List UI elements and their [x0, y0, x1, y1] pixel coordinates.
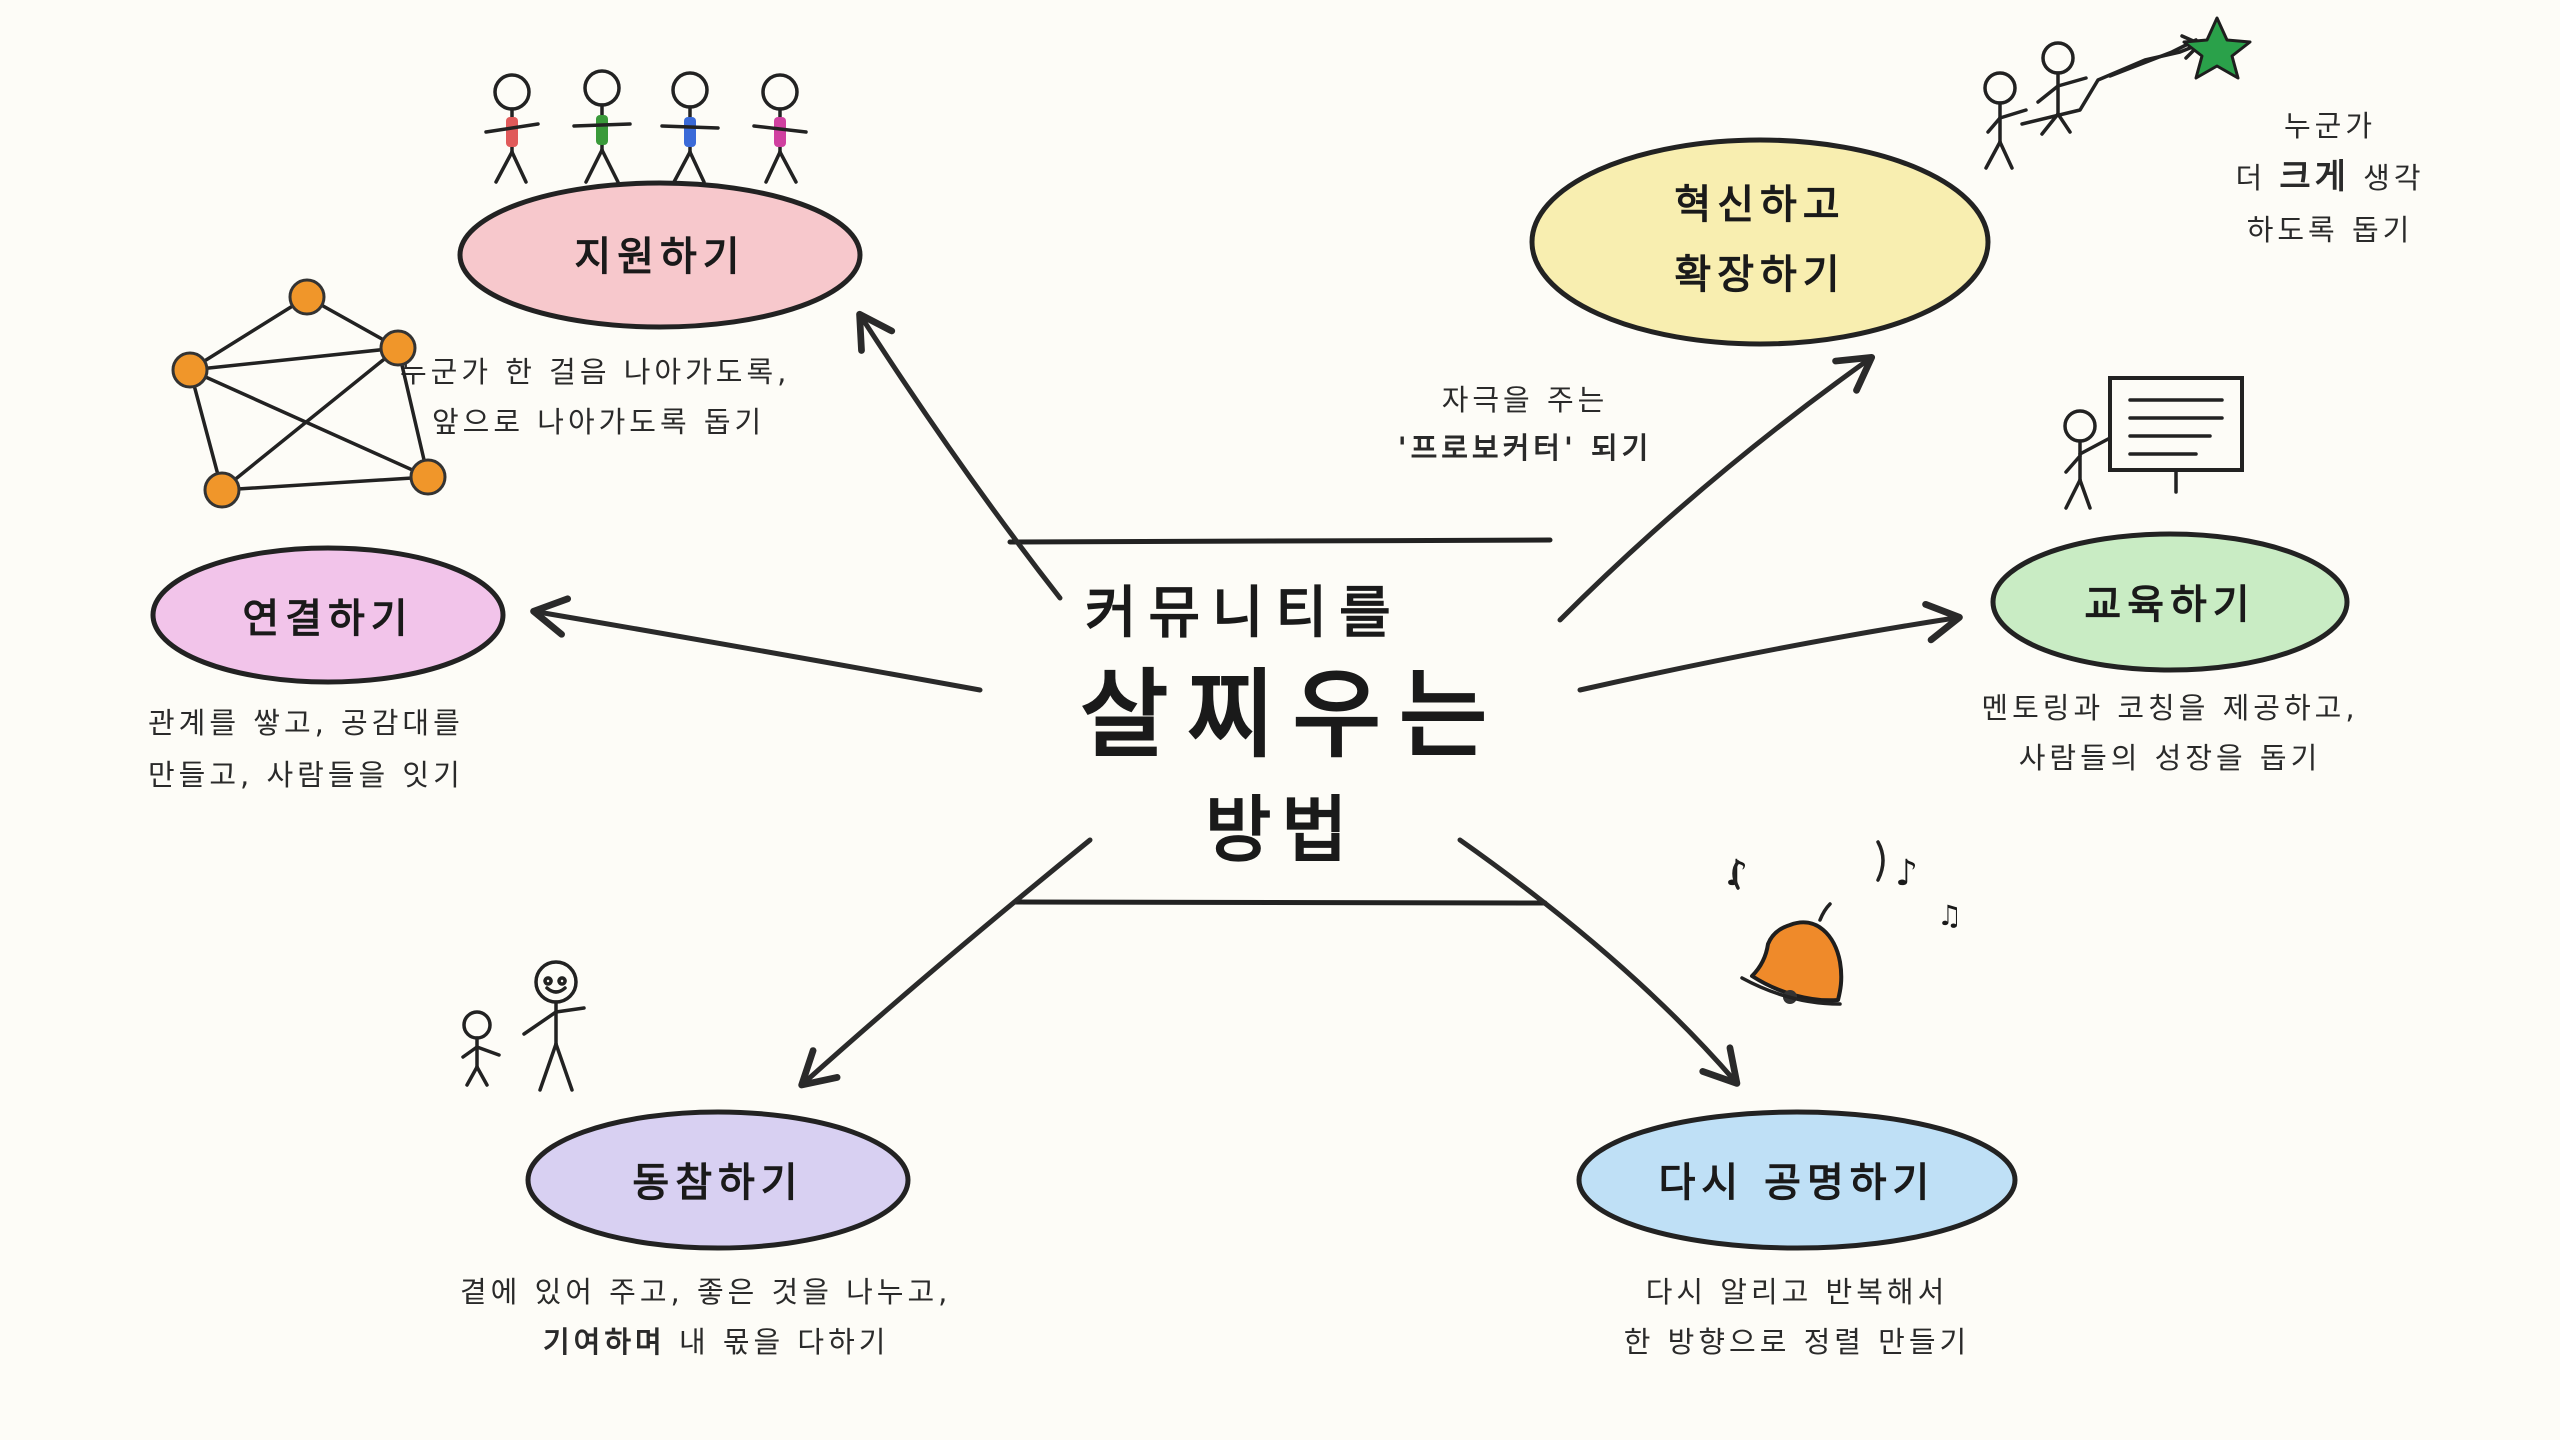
person-icon: [660, 71, 720, 184]
person-icon: [484, 73, 540, 184]
presentation-board-icon: [2108, 376, 2244, 472]
child-person-icon: [461, 1010, 501, 1087]
network-icon: [171, 278, 447, 509]
arrows: [530, 310, 1963, 1089]
participate-desc-line1: 곁에 있어 주고, 좋은 것을 나누고,: [460, 1275, 951, 1309]
innovate-arrow-caption-line1: 자극을 주는: [1442, 383, 1609, 417]
adult-person-icon: [522, 960, 586, 1092]
arrow-to-innovate: [1557, 354, 1876, 623]
support-desc-line1: 누군가 한 걸음 나아가도록,: [400, 355, 790, 389]
participate-label: 동참하기: [632, 1160, 803, 1206]
person-icon: [2036, 41, 2088, 136]
node-resonate[interactable]: 다시 공명하기: [1576, 1109, 2018, 1251]
music-note-double: ♫: [1937, 899, 1962, 932]
innovate-label-line1: 혁신하고: [1674, 182, 1845, 228]
center-topic: 커뮤니티를 살찌우는 방법: [1007, 537, 1553, 906]
adult-child-icon: [461, 960, 586, 1092]
sound-wave-left: [1732, 860, 1740, 890]
connect-bubble[interactable]: [150, 545, 506, 685]
innovate-desc-line1: 누군가: [2284, 109, 2376, 143]
music-note-right: ♪: [1895, 853, 1918, 894]
person-icon: [1983, 71, 2028, 170]
participate-desc-line2: 기여하며 내 몫을 다하기: [543, 1325, 889, 1359]
resonate-desc-line2: 한 방향으로 정렬 만들기: [1624, 1325, 1970, 1359]
connect-desc-line2: 만들고, 사람들을 잇기: [148, 758, 464, 792]
support-bubble[interactable]: [457, 180, 863, 330]
person-icon: [752, 73, 808, 184]
arrow-to-educate: [1577, 600, 1963, 693]
connect-desc-line1: 관계를 쌓고, 공감대를: [148, 706, 464, 740]
resonate-bubble[interactable]: [1576, 1109, 2018, 1251]
node-innovate[interactable]: 혁신하고 확장하기: [1529, 137, 1991, 347]
teacher-board-icon: [2063, 376, 2244, 510]
node-educate[interactable]: 교육하기: [1990, 531, 2350, 673]
support-label: 지원하기: [574, 234, 745, 280]
resonate-label: 다시 공명하기: [1659, 1160, 1936, 1206]
innovate-arrow-caption-line2: '프로보커터' 되기: [1398, 431, 1653, 465]
educate-bubble[interactable]: [1990, 531, 2350, 673]
arrow-to-participate: [798, 837, 1093, 1089]
music-note-left: ♪: [1725, 853, 1748, 894]
climbing-to-star-icon: [1983, 16, 2252, 170]
innovate-desc-line3: 하도록 돕기: [2247, 213, 2414, 247]
node-connect[interactable]: 연결하기: [150, 545, 506, 685]
resonate-desc-line1: 다시 알리고 반복해서: [1646, 1275, 1949, 1309]
educate-desc-line1: 멘토링과 코칭을 제공하고,: [1981, 691, 2358, 725]
innovate-label-line2: 확장하기: [1674, 252, 1845, 298]
center-bottom-line: [1012, 899, 1548, 906]
innovate-bubble[interactable]: [1529, 137, 1991, 347]
center-title-line3: 방법: [1205, 788, 1357, 872]
support-desc-line2: 앞으로 나아가도록 돕기: [432, 405, 765, 439]
center-top-line: [1007, 537, 1553, 545]
node-support[interactable]: 지원하기: [457, 180, 863, 330]
connect-label: 연결하기: [242, 596, 413, 642]
educate-label: 교육하기: [2084, 582, 2255, 628]
center-title-line1: 커뮤니티를: [1085, 581, 1403, 646]
participate-bubble[interactable]: [525, 1109, 911, 1251]
arrow-to-support: [856, 310, 1063, 601]
sound-wave-right: [1876, 840, 1885, 882]
innovate-desc-line2: 더 크게 생각: [2235, 157, 2424, 197]
center-title-line2: 살찌우는: [1080, 659, 1505, 771]
people-group-icon: [484, 69, 808, 184]
arrow-to-resonate: [1457, 837, 1741, 1087]
bell-icon: [1740, 902, 1844, 1006]
person-icon: [2063, 409, 2112, 510]
educate-desc-line2: 사람들의 성장을 돕기: [2019, 741, 2322, 775]
star-icon: [2182, 16, 2252, 80]
person-icon: [572, 69, 632, 184]
arrow-to-connect: [530, 595, 983, 693]
node-participate[interactable]: 동참하기: [525, 1109, 911, 1251]
